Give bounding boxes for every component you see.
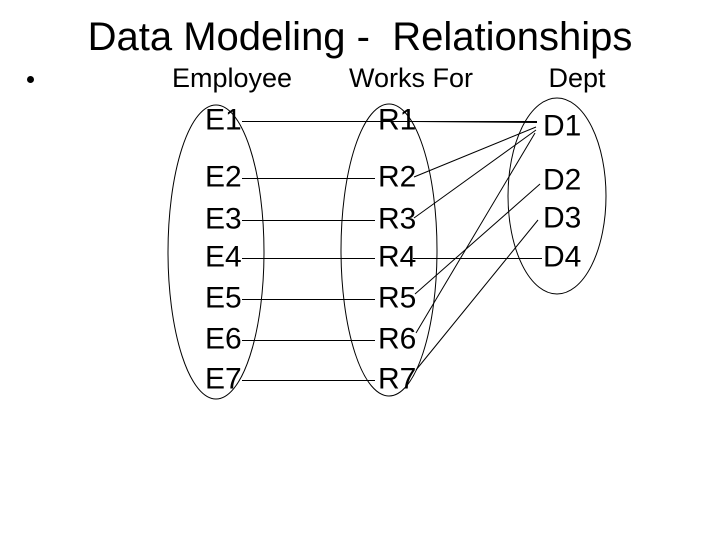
set-item-E6: E6 xyxy=(205,322,242,356)
set-item-E1: E1 xyxy=(205,103,242,137)
link-R1-D1 xyxy=(412,121,538,123)
set-item-R3: R3 xyxy=(378,202,417,236)
employee-set-ellipse xyxy=(167,104,265,400)
set-item-R4: R4 xyxy=(378,240,417,274)
set-item-E3: E3 xyxy=(205,202,242,236)
slide-title: Data Modeling - Relationships xyxy=(87,15,633,59)
column-header-dept: Dept xyxy=(548,63,606,93)
link-R5-D2 xyxy=(414,183,541,295)
set-item-E2: E2 xyxy=(205,160,242,194)
set-item-D2: D2 xyxy=(543,163,582,197)
set-item-R7: R7 xyxy=(378,362,417,396)
set-item-D4: D4 xyxy=(543,240,582,274)
column-header-employee: Employee xyxy=(171,63,293,93)
link-R3-D1 xyxy=(413,129,537,219)
set-item-E5: E5 xyxy=(205,281,242,315)
column-header-works-for: Works For xyxy=(348,63,474,93)
link-R7-D3 xyxy=(415,219,539,371)
set-item-R5: R5 xyxy=(378,281,417,315)
set-item-R6: R6 xyxy=(378,322,417,356)
link-R2-D1 xyxy=(413,126,537,178)
link-R6-D1 xyxy=(415,132,536,334)
set-item-E4: E4 xyxy=(205,240,242,274)
set-item-R1: R1 xyxy=(378,103,417,137)
links-layer xyxy=(242,121,542,381)
set-item-D1: D1 xyxy=(543,109,582,143)
works-for-set-ellipse xyxy=(340,103,438,397)
dept-set-ellipse xyxy=(507,97,607,295)
bullet-marker xyxy=(27,76,34,83)
set-item-R2: R2 xyxy=(378,160,417,194)
set-item-D3: D3 xyxy=(543,201,582,235)
set-item-E7: E7 xyxy=(205,362,242,396)
